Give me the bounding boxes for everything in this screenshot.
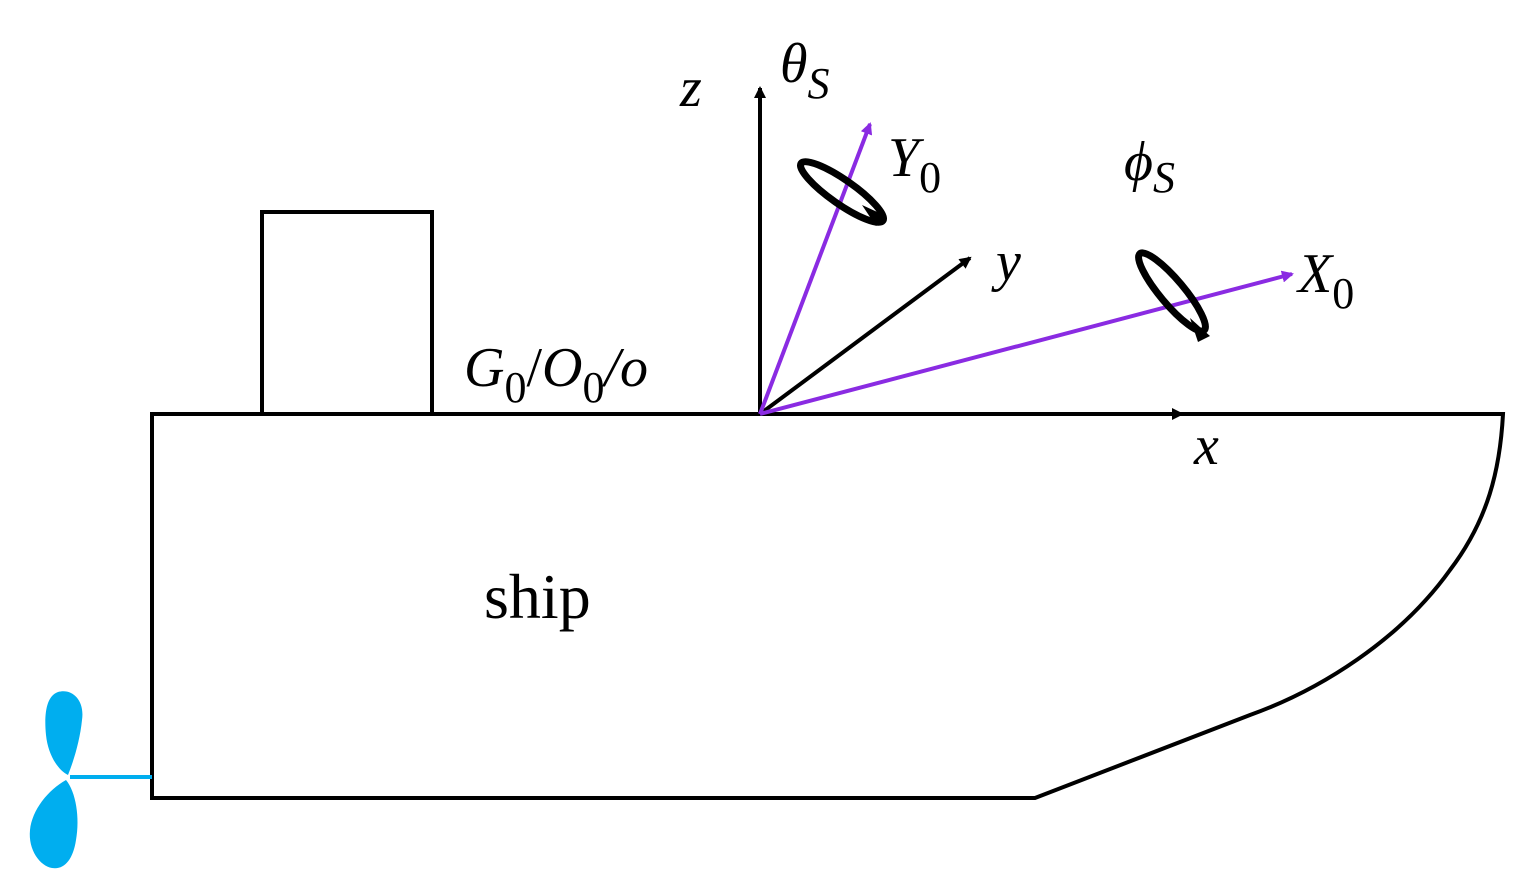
propeller-blade-upper bbox=[45, 691, 83, 775]
X0-axis bbox=[759, 270, 1294, 416]
rotation-arrow-icon-theta bbox=[796, 158, 888, 226]
Y0-axis bbox=[758, 122, 873, 415]
y-axis-label: y bbox=[991, 231, 1021, 293]
theta-s-label: θS bbox=[780, 33, 830, 108]
phi-s-label: ϕS bbox=[1124, 131, 1175, 202]
z-axis-label: z bbox=[679, 57, 702, 119]
ship-hull bbox=[150, 412, 1506, 800]
X0-label: X0 bbox=[1296, 243, 1354, 318]
propeller-blade-lower bbox=[29, 780, 78, 869]
rotation-arrow-icon-phi bbox=[1135, 249, 1210, 342]
ship-label: ship bbox=[484, 561, 591, 632]
ship-cabin bbox=[260, 210, 434, 416]
y-axis bbox=[758, 256, 972, 416]
Y0-label: Y0 bbox=[888, 127, 941, 202]
x-axis-label: x bbox=[1193, 415, 1219, 477]
origin-label: G0/O0/o bbox=[464, 337, 648, 412]
